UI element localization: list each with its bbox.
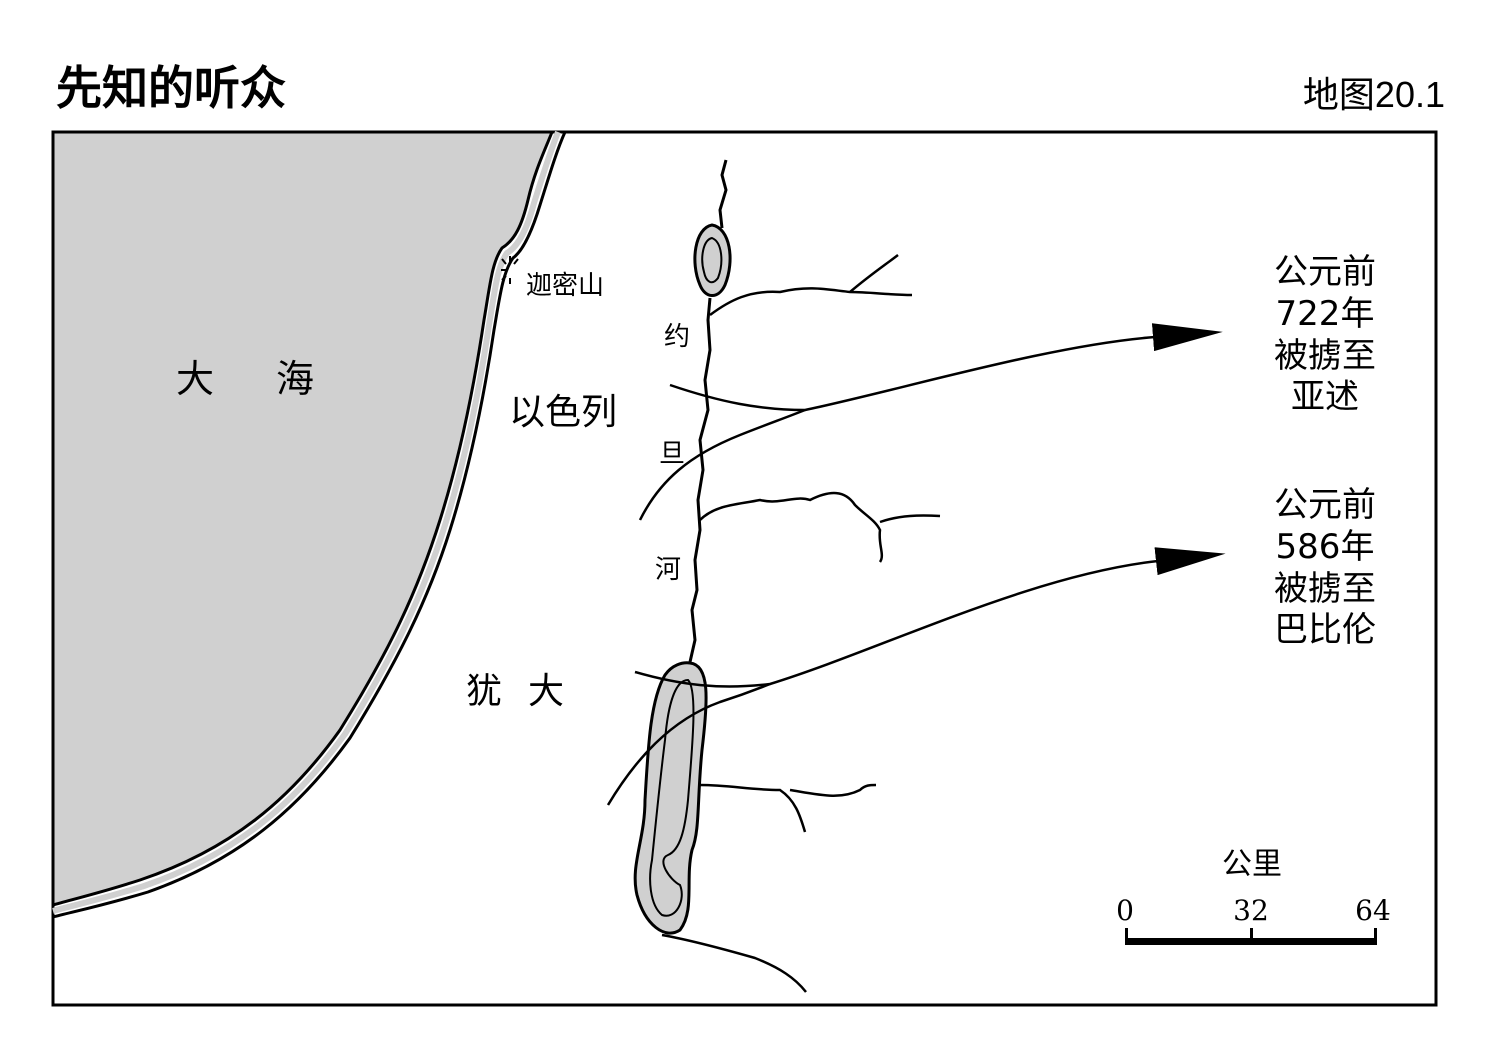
dead-sea [633, 661, 708, 935]
mount-carmel-label: 迦密山 [526, 271, 604, 301]
israel-label: 以色列 [509, 392, 617, 433]
exile-babylon-label: 公元前 586年 被掳至 巴比伦 [1274, 485, 1376, 650]
sea-label-1: 大 [176, 357, 214, 401]
scale-tick-0: 0 [1116, 894, 1134, 927]
tributaries [699, 254, 941, 833]
svg-text:亚述: 亚述 [1291, 377, 1359, 417]
svg-text:722年: 722年 [1276, 294, 1375, 334]
mediterranean-sea [51, 130, 555, 908]
jordan-river [688, 159, 728, 663]
coastline [52, 131, 567, 919]
river-south [661, 933, 807, 993]
jordan-label-3: 河 [655, 555, 681, 585]
judah-label-1: 犹 [466, 671, 502, 712]
scale-bar: 公里 0 32 64 [1116, 847, 1391, 945]
scale-unit: 公里 [1222, 847, 1282, 882]
jordan-label-1: 约 [664, 322, 690, 352]
sea-label-2: 海 [276, 357, 314, 401]
scale-tick-32: 32 [1233, 894, 1269, 927]
route-babylon [634, 547, 1226, 688]
exile-assyria-label: 公元前 722年 被掳至 亚述 [1274, 252, 1376, 417]
jordan-label-2: 旦 [659, 439, 685, 469]
svg-text:公元前: 公元前 [1274, 485, 1376, 525]
map-title: 先知的听众 [56, 61, 286, 115]
sea-of-galilee [693, 223, 732, 297]
exile-routes [606, 323, 1226, 806]
map-number: 地图20.1 [1302, 74, 1445, 115]
mountain-icon [501, 256, 519, 284]
svg-text:巴比伦: 巴比伦 [1274, 610, 1376, 650]
scale-tick-64: 64 [1355, 894, 1391, 927]
svg-text:586年: 586年 [1276, 527, 1375, 567]
route-assyria [669, 323, 1223, 412]
judah-label-2: 大 [528, 671, 564, 712]
svg-text:公元前: 公元前 [1274, 252, 1376, 292]
svg-text:被掳至: 被掳至 [1274, 336, 1376, 376]
svg-text:被掳至: 被掳至 [1274, 569, 1376, 609]
